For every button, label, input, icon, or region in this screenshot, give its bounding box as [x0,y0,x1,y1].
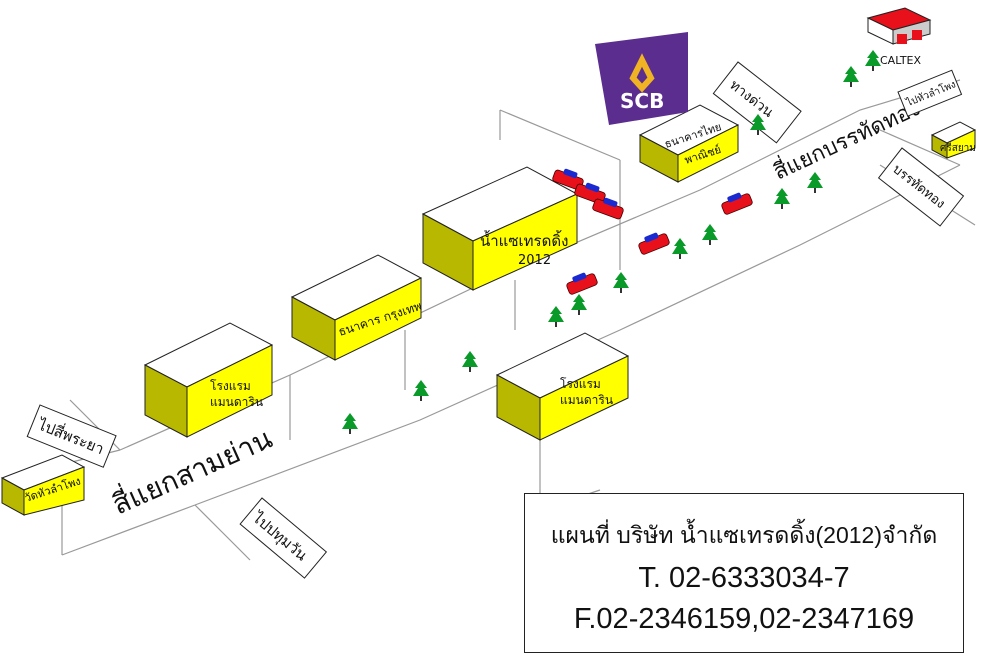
building-nam-sae-trading: น้ำแซเทรดดิ้ง 2012 [421,166,579,291]
car-icon [566,272,598,295]
building-bangkok-bank: ธนาคาร กรุงเทพ [290,254,424,361]
tree-icon [342,413,358,434]
tree-icon [462,351,478,372]
building-siam-small-label: ศรีสยาม [940,142,976,154]
tree-icon [548,306,564,327]
building-hotel-2-label-1: โรงแรม [560,377,601,391]
building-siam-small: ศรีสยาม [930,121,977,159]
cars [552,168,753,295]
building-hotel-2: โรงแรม แมนดาริน [495,332,630,441]
tree-icon [413,380,429,401]
company-info-box: แผนที่ บริษัท น้ำแซเทรดดิ้ง(2012)จำกัด T… [524,493,964,653]
building-hotel-1: โรงแรม แมนดาริน [143,322,274,438]
building-nam-sae-label-1: น้ำแซเทรดดิ้ง [480,230,568,250]
sign-to-pathumwan: ไปปทุมวัน [239,497,328,579]
car-icon [592,197,624,220]
tree-icon [672,238,688,259]
fax: F.02-2346159,02-2347169 [573,603,915,635]
car-icon [721,192,753,215]
sign-to-hualamphong: ไปหัวลำโพง [897,69,963,117]
caltex-station-icon: CALTEX [866,7,932,67]
sign-banthat-thong: บรรทัดทอง [877,147,965,227]
tree-icon [571,294,587,315]
sign-to-siphraya: ไปสี่พระยา [26,404,117,468]
scb-emblem-icon [629,53,655,93]
building-nam-sae-label-2: 2012 [518,253,551,268]
tree-icon [750,114,766,135]
tree-icon [702,224,718,245]
caltex-label: CALTEX [880,54,921,67]
building-hotel-1-label-2: แมนดาริน [210,395,263,409]
scb-logo-text: SCB [620,89,664,113]
telephone: T. 02-6333034-7 [638,562,850,594]
building-hotel-1-label-1: โรงแรม [210,379,251,393]
map-title: แผนที่ บริษัท น้ำแซเทรดดิ้ง(2012)จำกัด [550,522,938,548]
building-wat-hualamphong: วัดหัวลำโพง [0,454,86,516]
building-scb-branch: ธนาคารไทย พาณิชย์ [638,104,740,183]
tree-icon [613,272,629,293]
tree-icon [843,66,859,87]
building-hotel-2-label-2: แมนดาริน [560,393,613,407]
tree-icon [774,188,790,209]
scb-logo: SCB [595,32,688,125]
tree-icon [865,50,881,71]
tree-icon [807,172,823,193]
trees [342,50,881,434]
car-icon [638,232,670,255]
